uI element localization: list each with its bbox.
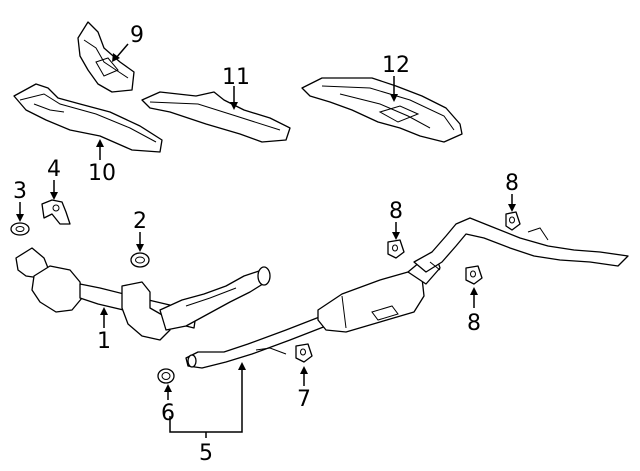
callout-4: 4 [47,157,61,182]
hanger-part-7 [295,343,313,363]
heat-shield-part-11 [141,91,291,143]
callout-2: 2 [133,209,147,234]
hanger-part-8-bottom [465,265,483,285]
callout-8-top-right: 8 [505,171,519,196]
callout-9: 9 [130,23,144,48]
callout-6: 6 [161,401,175,426]
hanger-part-8-top-right [505,211,521,231]
callout-11: 11 [222,65,250,90]
tail-pipe [413,217,629,273]
callout-3: 3 [13,179,27,204]
callout-7: 7 [297,387,311,412]
gasket-part-2 [130,252,150,268]
heat-shield-part-10 [13,83,163,153]
bracket-part-4 [41,199,71,225]
callout-8-bottom: 8 [467,311,481,336]
front-pipe-part-1 [15,247,271,341]
leader-lines [16,43,516,438]
callout-12: 12 [382,53,410,78]
heat-shield-part-12 [301,77,463,143]
gasket-part-3 [10,222,30,236]
heat-shield-part-9 [77,21,135,93]
callout-8-top-left: 8 [389,199,403,224]
callout-10: 10 [88,161,116,186]
intermediate-pipe-part-5 [185,255,441,369]
hanger-part-8-top-left [387,239,405,259]
callout-1: 1 [97,329,111,354]
clamp-part-6 [157,368,175,384]
callout-5: 5 [199,441,213,466]
